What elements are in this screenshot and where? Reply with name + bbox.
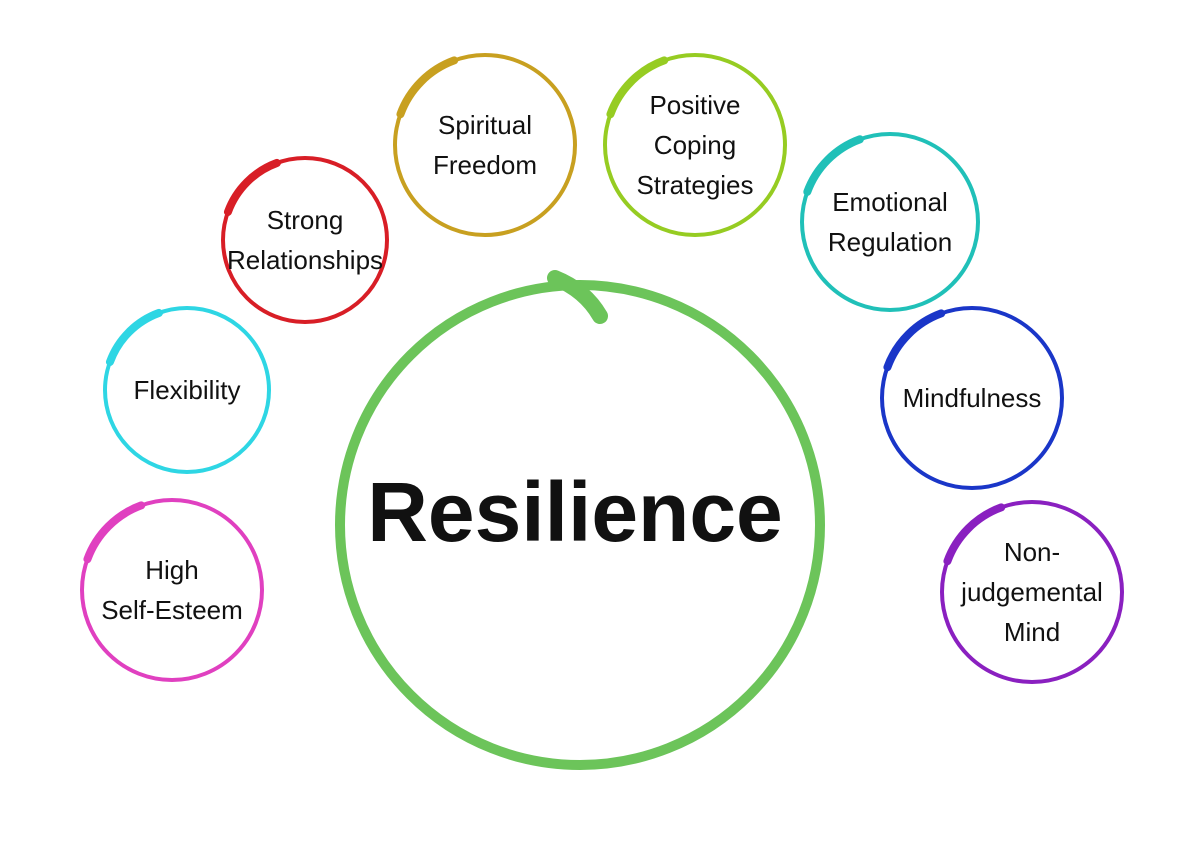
factor-ring-brush-positive-coping-strategies: [606, 56, 669, 119]
factor-ring-brush-mindfulness: [883, 309, 946, 372]
factor-ring-brush-non-judgemental-mind: [943, 503, 1006, 566]
factor-ring-brush-emotional-regulation: [803, 135, 864, 196]
center-label: Resilience: [367, 465, 783, 559]
factor-ring-spiritual-freedom: [393, 53, 577, 237]
factor-mindfulness: Mindfulness: [880, 306, 1064, 490]
factor-flexibility: Flexibility: [103, 306, 271, 474]
factor-label-non-judgemental-mind-line-1: Non-: [1004, 537, 1060, 567]
factor-label-positive-coping-strategies-line-3: Strategies: [636, 170, 753, 200]
factor-ring-emotional-regulation: [800, 132, 980, 312]
factor-ring-flexibility: [103, 306, 271, 474]
factor-label-high-self-esteem-line-2: Self-Esteem: [101, 595, 243, 625]
factor-ring-non-judgemental-mind: [940, 500, 1124, 684]
factor-ring-brush-flexibility: [105, 308, 163, 366]
factor-label-strong-relationships-line-2: Relationships: [227, 245, 383, 275]
center-circle-group: Resilience: [335, 270, 825, 770]
factor-label-positive-coping-strategies-line-2: Coping: [654, 130, 736, 160]
factor-ring-strong-relationships: [221, 156, 389, 324]
factor-ring-brush-high-self-esteem: [83, 501, 146, 564]
factor-ring-positive-coping-strategies: [603, 53, 787, 237]
factor-label-flexibility-line-1: Flexibility: [134, 375, 241, 405]
center-ring-brush-tail: [547, 270, 608, 324]
factor-label-emotional-regulation-line-2: Regulation: [828, 227, 952, 257]
factor-ring-brush-strong-relationships: [223, 158, 281, 216]
factor-ring-brush-spiritual-freedom: [396, 56, 459, 119]
factor-label-spiritual-freedom-line-1: Spiritual: [438, 110, 532, 140]
factor-label-spiritual-freedom-line-2: Freedom: [433, 150, 537, 180]
factor-label-high-self-esteem-line-1: High: [145, 555, 198, 585]
factor-label-non-judgemental-mind-line-3: Mind: [1004, 617, 1060, 647]
factor-label-mindfulness-line-1: Mindfulness: [903, 383, 1042, 413]
factor-ring-high-self-esteem: [80, 498, 264, 682]
factor-label-positive-coping-strategies-line-1: Positive: [649, 90, 740, 120]
factor-ring-mindfulness: [880, 306, 1064, 490]
factor-label-non-judgemental-mind-line-2: judgemental: [960, 577, 1103, 607]
factor-label-strong-relationships-line-1: Strong: [267, 205, 344, 235]
factor-label-emotional-regulation-line-1: Emotional: [832, 187, 948, 217]
